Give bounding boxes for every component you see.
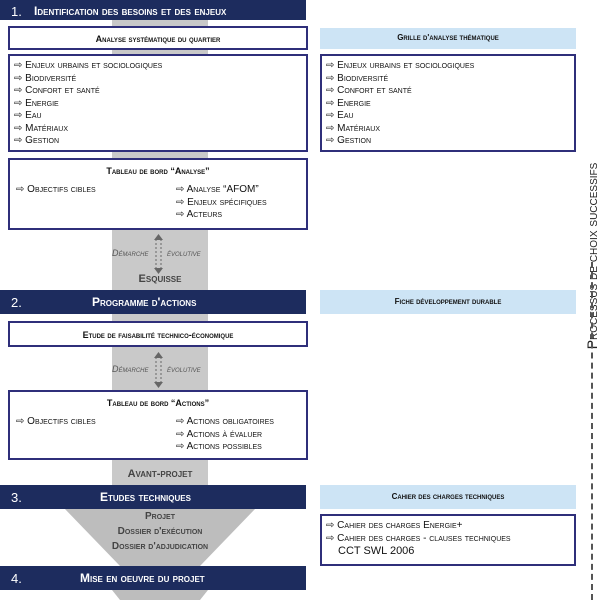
tableau-actions-box: Tableau de bord “Actions” Objectifs cibl… xyxy=(8,390,308,460)
theme-item: Gestion xyxy=(326,135,574,148)
avant-projet-label: Avant-projet xyxy=(127,468,193,480)
grille-bar: Grille d'analyse thématique xyxy=(320,28,576,49)
analyse-box: Analyse systématique du quartier xyxy=(8,26,308,50)
tableau-analyse-item: Acteurs xyxy=(176,209,267,222)
grille-title: Grille d'analyse thématique xyxy=(397,33,499,42)
step-4-title: Mise en oeuvre du projet xyxy=(80,571,205,585)
cahier-item: Cahier des charges Energie+ xyxy=(326,520,574,533)
theme-item: Energie xyxy=(14,98,306,111)
updown-arrow-icon xyxy=(154,234,163,274)
theme-item: Confort et santé xyxy=(14,85,306,98)
theme-item: Biodiversité xyxy=(326,73,574,86)
updown-arrow-icon xyxy=(154,352,163,388)
tableau-actions-item: Actions possibles xyxy=(176,441,274,454)
theme-item: Energie xyxy=(326,98,574,111)
esquisse-label: Esquisse xyxy=(138,273,182,285)
step-2-number: 2. xyxy=(11,295,22,310)
theme-item: Biodiversité xyxy=(14,73,306,86)
step-3-title: Etudes techniques xyxy=(100,490,191,504)
demarche-1-left: Démarche xyxy=(112,248,149,258)
cahier-extra: CCT SWL 2006 xyxy=(338,545,415,557)
tableau-actions-title: Tableau de bord “Actions” xyxy=(106,398,210,408)
fiche-title: Fiche développement durable xyxy=(394,297,502,306)
step-1-bar: 1. Identification des besoins et des enj… xyxy=(0,0,306,20)
tableau-actions-item: Actions à évaluer xyxy=(176,429,274,442)
tableau-analyse-right: Analyse “AFOM” Enjeux spécifiques Acteur… xyxy=(176,184,267,222)
demarche-2-left: Démarche xyxy=(112,364,149,374)
analyse-box-title: Analyse systématique du quartier xyxy=(95,34,221,44)
tableau-actions-item: Actions obligatoires xyxy=(176,416,274,429)
tableau-actions-left: Objectifs cibles xyxy=(16,416,96,429)
cahier-bar: Cahier des charges techniques xyxy=(320,485,576,509)
cahier-box: Cahier des charges Energie+ Cahier des c… xyxy=(320,514,576,566)
step-1-number: 1. xyxy=(11,4,22,19)
theme-item: Confort et santé xyxy=(326,85,574,98)
cahier-title: Cahier des charges techniques xyxy=(391,492,505,501)
funnel-label: Dossier d'adjudication xyxy=(111,541,209,552)
step-4-number: 4. xyxy=(11,571,22,586)
tableau-analyse-item: Enjeux spécifiques xyxy=(176,197,266,210)
tableau-actions-right: Actions obligatoires Actions à évaluer A… xyxy=(176,416,274,454)
step-2-title: Programme d'actions xyxy=(92,295,197,309)
tableau-analyse-box: Tableau de bord “Analyse” Objectifs cibl… xyxy=(8,158,308,230)
step-3-bar: 3. Etudes techniques xyxy=(0,485,306,509)
theme-item: Enjeux urbains et sociologiques xyxy=(326,60,574,73)
theme-item: Enjeux urbains et sociologiques xyxy=(14,60,306,73)
tableau-analyse-left: Objectifs cibles xyxy=(16,184,96,197)
demarche-1-right: évolutive xyxy=(167,248,201,258)
theme-item: Eau xyxy=(14,110,306,123)
step-3-number: 3. xyxy=(11,490,22,505)
demarche-2-right: évolutive xyxy=(167,364,201,374)
step-2-bar: 2. Programme d'actions xyxy=(0,290,306,314)
etude-box: Etude de faisabilité technico-économique xyxy=(8,321,308,347)
cahier-item: Cahier des charges - clauses techniques xyxy=(326,533,574,546)
theme-item: Gestion xyxy=(14,135,306,148)
theme-item: Matériaux xyxy=(14,123,306,136)
tableau-analyse-item: Analyse “AFOM” xyxy=(176,184,267,197)
tableau-analyse-title: Tableau de bord “Analyse” xyxy=(106,166,210,176)
funnel-label: Projet xyxy=(144,511,175,522)
themes-box-right: Enjeux urbains et sociologiques Biodiver… xyxy=(320,54,576,152)
themes-box-left: Enjeux urbains et sociologiques Biodiver… xyxy=(8,54,308,152)
step-4-bar: 4. Mise en oeuvre du projet xyxy=(0,566,306,590)
side-dashed-line xyxy=(591,262,593,600)
fiche-bar: Fiche développement durable xyxy=(320,290,576,314)
theme-item: Matériaux xyxy=(326,123,574,136)
step-1-title: Identification des besoins et des enjeux xyxy=(34,4,227,18)
theme-item: Eau xyxy=(326,110,574,123)
funnel-label: Dossier d'exécution xyxy=(117,526,203,537)
etude-box-title: Etude de faisabilité technico-économique xyxy=(82,330,234,340)
